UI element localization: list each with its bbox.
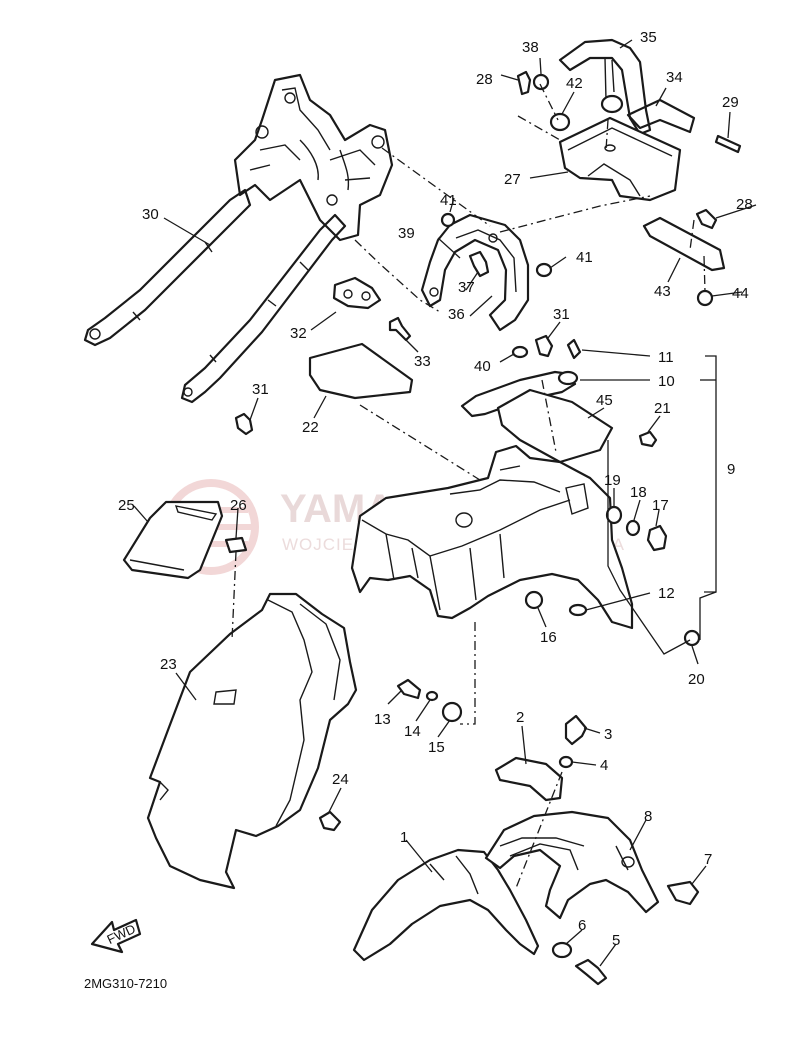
callout-37: 37 [458,279,475,296]
callout-20: 20 [688,671,705,688]
front-fender-assembly [352,714,700,986]
callout-18: 18 [630,484,647,501]
callout-3: 3 [604,726,612,743]
bracket-39-assembly [420,212,554,359]
callout-13: 13 [374,711,391,728]
callout-40: 40 [474,358,491,375]
callout-16: 16 [540,629,557,646]
callout-15: 15 [428,739,445,756]
leader-lines [133,39,757,967]
callout-32: 32 [290,325,307,342]
callout-12: 12 [658,585,675,602]
callout-33: 33 [414,353,431,370]
callout-9: 9 [727,461,735,478]
callout-25: 25 [118,497,135,514]
callout-45: 45 [596,392,613,409]
callout-35: 35 [640,29,657,46]
callout-21: 21 [654,400,671,417]
callout-31-left: 31 [252,381,269,398]
callout-44: 44 [732,285,749,302]
callout-41-right: 41 [576,249,593,266]
callout-24: 24 [332,771,349,788]
callout-39: 39 [398,225,415,242]
callout-28-right: 28 [736,196,753,213]
plate-22 [308,342,414,400]
callout-7: 7 [704,851,712,868]
callout-30: 30 [142,206,159,223]
callout-labels: 1 2 3 4 5 6 7 8 9 10 11 12 13 14 15 16 1… [118,29,753,949]
callout-36: 36 [448,306,465,323]
mudflap-25 [122,500,248,580]
callout-11: 11 [658,349,674,366]
callout-28-top: 28 [476,71,493,88]
callout-23: 23 [160,656,177,673]
callout-19: 19 [604,472,621,489]
callout-8: 8 [644,808,652,825]
fasteners-lower [318,678,463,832]
frame-bracket-assembly [83,73,412,436]
assembly-dash-lines [231,83,706,889]
callout-41-top: 41 [440,192,457,209]
callout-27: 27 [504,171,521,188]
callout-14: 14 [404,723,421,740]
callout-29: 29 [722,94,739,111]
callout-4: 4 [600,757,608,774]
callout-5: 5 [612,932,620,949]
callout-43: 43 [654,283,671,300]
rear-fender-assembly [350,338,701,647]
callout-38: 38 [522,39,539,56]
fwd-arrow-icon: FWD [90,918,142,954]
callout-17: 17 [652,497,669,514]
callout-34: 34 [666,69,683,86]
callout-6: 6 [578,917,586,934]
drawing-code: 2MG310-7210 [84,976,167,991]
callout-2: 2 [516,709,524,726]
callout-22: 22 [302,419,319,436]
inner-fender-23 [146,592,358,890]
callout-42: 42 [566,75,583,92]
handle-carrier-assembly [516,38,742,307]
callout-26: 26 [230,497,247,514]
callout-31-right: 31 [553,306,570,323]
callout-10: 10 [658,373,675,390]
callout-1: 1 [400,829,408,846]
